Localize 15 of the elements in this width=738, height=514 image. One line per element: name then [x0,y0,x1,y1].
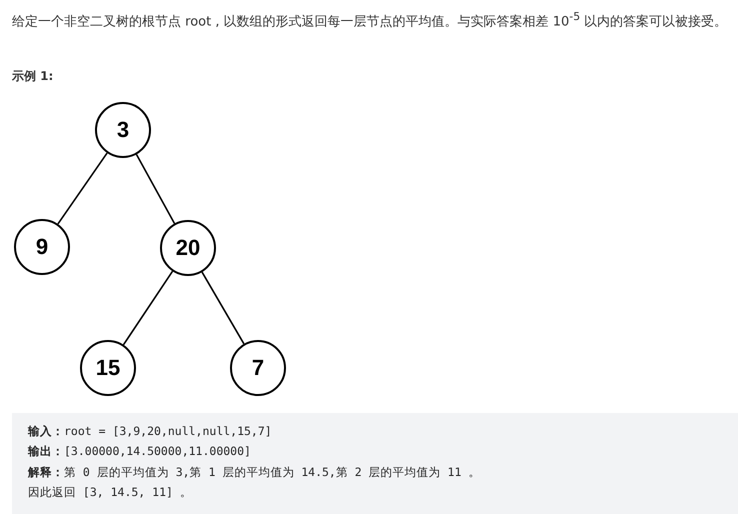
tree-node-circle: 15 [80,340,136,396]
output-line: 输出：[3.00000,14.50000,11.00000] [28,444,251,459]
tree-edge [122,270,174,346]
input-line: 输入：root = [3,9,20,null,null,15,7] [28,424,272,439]
tree-node-circle: 7 [230,340,286,396]
tree-edge [57,152,108,224]
tree-node-circle: 20 [160,220,216,276]
explanation-line: 解释：第 0 层的平均值为 3,第 1 层的平均值为 14.5,第 2 层的平均值为 11 。 [28,465,480,480]
example-heading: 示例 1: [12,68,54,85]
tree-node-circle: 9 [14,219,70,275]
intro-text: 给定一个非空二叉树的根节点 root , 以数组的形式返回每一层节点的平均值。与实际答案相差 10$^{-5}$ 以内的答案可以被接受。 [12,10,728,30]
tree-edge [201,272,245,344]
result-line: 因此返回 [3, 14.5, 11] 。 [28,485,192,500]
tree-node-circle: 3 [95,102,151,158]
tree-edge [136,154,176,224]
